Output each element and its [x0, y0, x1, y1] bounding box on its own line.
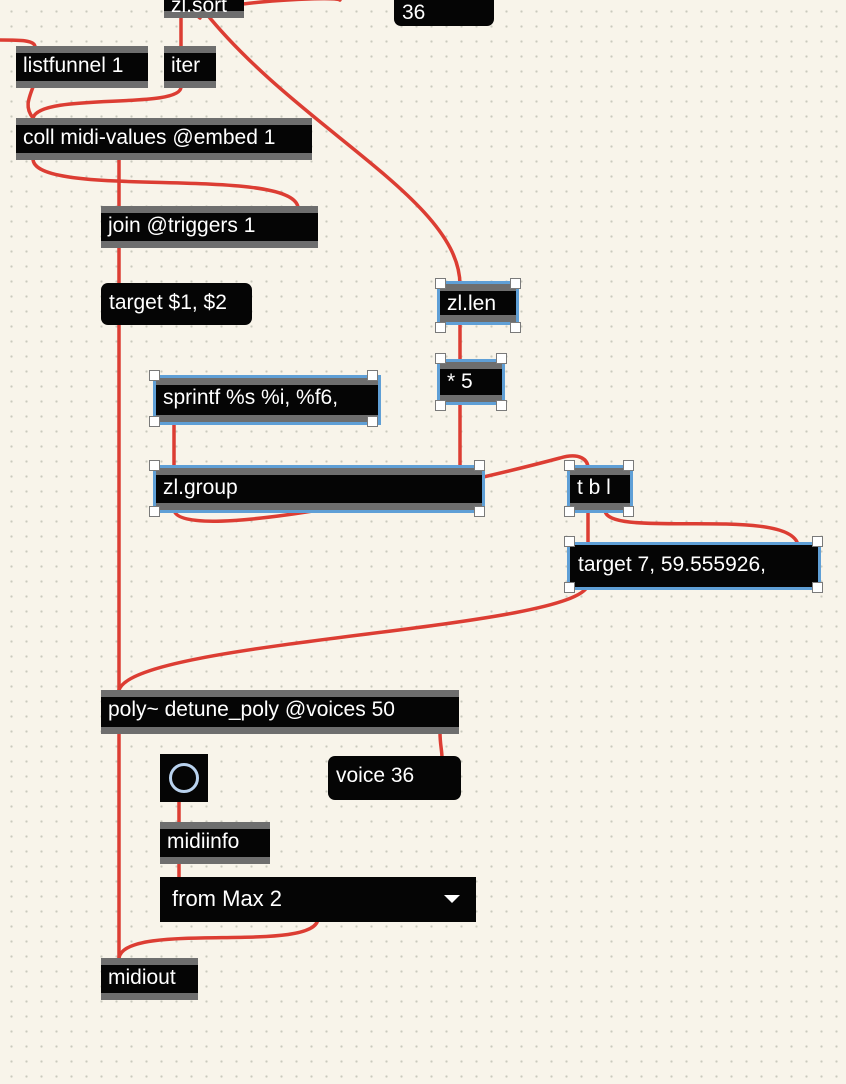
resize-handle[interactable] — [367, 370, 378, 381]
resize-handle[interactable] — [367, 416, 378, 427]
object-label: zl.len — [447, 292, 497, 315]
circle-outline-icon — [169, 763, 199, 793]
dropdown-selected-label: from Max 2 — [172, 886, 283, 911]
resize-handle[interactable] — [474, 506, 485, 517]
target-value-message[interactable]: target 7, 59.555926, — [567, 542, 821, 590]
resize-handle[interactable] — [623, 506, 634, 517]
object-label: t b l — [577, 476, 611, 499]
number-message[interactable]: 36 — [394, 0, 494, 26]
object-label: iter — [171, 54, 201, 77]
resize-handle[interactable] — [435, 278, 446, 289]
object-label: listfunnel 1 — [23, 54, 124, 77]
triangle-down-icon — [444, 895, 460, 903]
trigger-object[interactable]: t b l — [567, 465, 633, 513]
object-label: zl.group — [163, 476, 238, 499]
resize-handle[interactable] — [474, 460, 485, 471]
message-label: target $1, $2 — [109, 291, 227, 314]
resize-handle[interactable] — [149, 370, 160, 381]
midiinfo-object[interactable]: midiinfo — [160, 822, 270, 864]
listfunnel-object[interactable]: listfunnel 1 — [16, 46, 148, 88]
object-label: poly~ detune_poly @voices 50 — [108, 698, 395, 721]
iter-object[interactable]: iter — [164, 46, 216, 88]
zl-group-object[interactable]: zl.group — [153, 465, 485, 513]
voice-message[interactable]: voice 36 — [328, 756, 461, 800]
resize-handle[interactable] — [564, 506, 575, 517]
resize-handle[interactable] — [435, 322, 446, 333]
resize-handle[interactable] — [435, 400, 446, 411]
midi-port-dropdown[interactable]: from Max 2 — [160, 877, 476, 922]
coll-object[interactable]: coll midi-values @embed 1 — [16, 118, 312, 160]
patch-cord[interactable] — [31, 156, 300, 209]
resize-handle[interactable] — [564, 460, 575, 471]
patch-cord[interactable] — [438, 730, 444, 760]
message-label: 36 — [402, 1, 426, 24]
resize-handle[interactable] — [496, 400, 507, 411]
object-label: zl.sort — [171, 0, 228, 17]
toggle[interactable] — [160, 754, 208, 802]
object-label: coll midi-values @embed 1 — [23, 126, 276, 149]
patch-cord[interactable] — [117, 583, 590, 692]
patch-cord[interactable] — [31, 85, 183, 120]
object-label: midiinfo — [167, 830, 240, 853]
resize-handle[interactable] — [149, 416, 160, 427]
resize-handle[interactable] — [812, 582, 823, 593]
poly-object[interactable]: poly~ detune_poly @voices 50 — [101, 690, 459, 734]
patch-cord[interactable] — [117, 916, 320, 960]
multiply-object[interactable]: * 5 — [437, 359, 505, 405]
resize-handle[interactable] — [149, 506, 160, 517]
join-object[interactable]: join @triggers 1 — [101, 206, 318, 248]
object-label: midiout — [108, 966, 176, 989]
midiout-object[interactable]: midiout — [101, 958, 198, 1000]
object-label: join @triggers 1 — [108, 214, 256, 237]
resize-handle[interactable] — [564, 582, 575, 593]
sprintf-object[interactable]: sprintf %s %i, %f6, — [153, 375, 381, 425]
resize-handle[interactable] — [510, 322, 521, 333]
patch-cord[interactable] — [26, 85, 35, 120]
resize-handle[interactable] — [564, 536, 575, 547]
target-pair-message[interactable]: target $1, $2 — [101, 283, 252, 325]
resize-handle[interactable] — [435, 353, 446, 364]
object-label: sprintf %s %i, %f6, — [163, 386, 339, 409]
resize-handle[interactable] — [623, 460, 634, 471]
resize-handle[interactable] — [149, 460, 160, 471]
zl-len-object[interactable]: zl.len — [437, 281, 519, 325]
message-label: target 7, 59.555926, — [578, 553, 766, 576]
message-label: voice 36 — [336, 764, 415, 787]
zl-sort-object[interactable]: zl.sort — [164, 0, 244, 18]
resize-handle[interactable] — [812, 536, 823, 547]
resize-handle[interactable] — [510, 278, 521, 289]
resize-handle[interactable] — [496, 353, 507, 364]
object-label: * 5 — [447, 370, 473, 393]
